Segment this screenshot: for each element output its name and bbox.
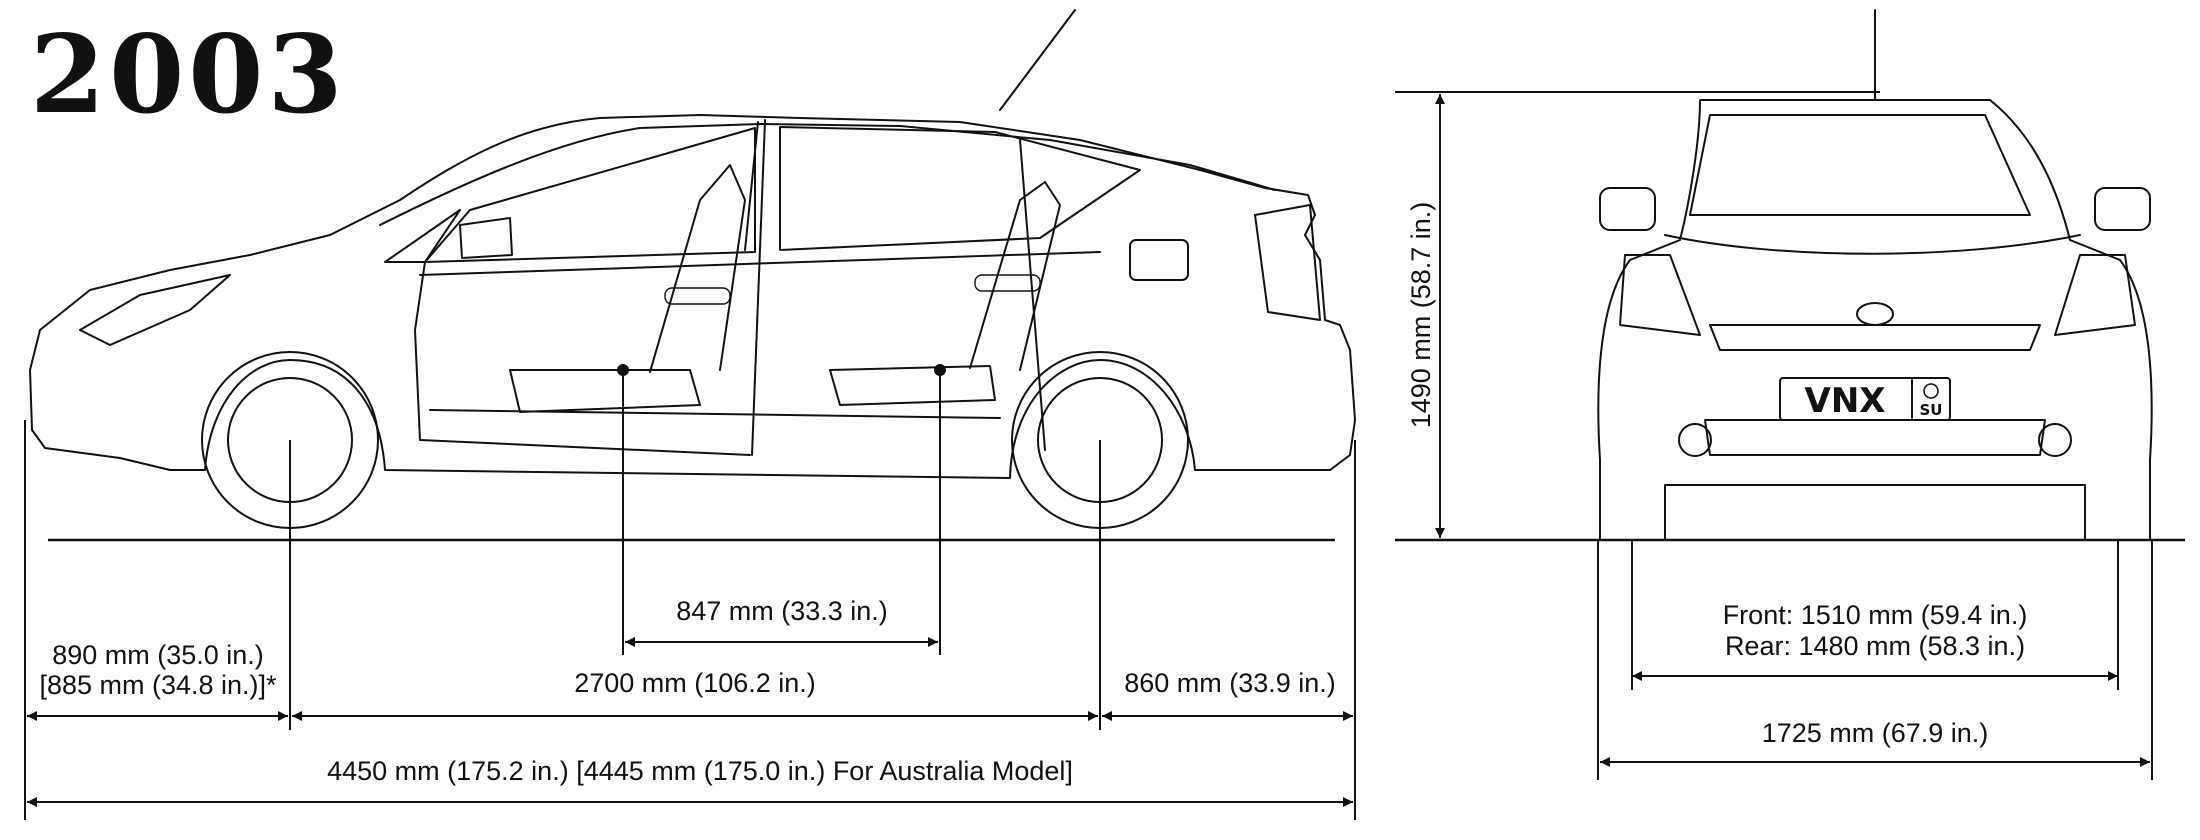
- front-seat-reference-point: [617, 364, 629, 376]
- hood-line: [1664, 234, 2081, 255]
- year-title: 2003: [30, 12, 347, 138]
- height-label: 1490 mm (58.7 in.): [1406, 202, 1436, 429]
- brand-emblem: [1856, 302, 1894, 326]
- side-view-car: [29, 9, 1356, 542]
- right-headlamp: [2054, 254, 2136, 336]
- right-mirror: [2094, 187, 2151, 231]
- plate-flag-icon: [1923, 383, 1939, 399]
- rear-door-handle: [974, 274, 1041, 292]
- a-pillar: [744, 121, 759, 251]
- side-mirror: [459, 217, 513, 259]
- c-pillar: [1019, 139, 1046, 451]
- front-body-outline: [1597, 99, 2153, 541]
- antenna: [999, 9, 1076, 111]
- upper-grille: [1709, 324, 2041, 351]
- side-body-outline: [29, 114, 1356, 479]
- left-headlamp: [1619, 254, 1701, 336]
- quarter-window: [384, 209, 461, 263]
- side-view-dimensions: 847 mm (33.3 in.) 890 mm (35.0 in.) [885…: [24, 376, 1356, 820]
- tread-front-label: Front: 1510 mm (59.4 in.): [1723, 600, 2028, 630]
- headlamp: [79, 274, 231, 346]
- side-roof-line: [379, 123, 1276, 226]
- rear-door-window: [779, 126, 1141, 251]
- left-mirror: [1599, 187, 1656, 231]
- windshield: [1689, 114, 2031, 216]
- side-sill: [429, 409, 1001, 419]
- license-plate: [1779, 377, 1951, 421]
- rear-overhang-label: 860 mm (33.9 in.): [1124, 668, 1336, 698]
- overall-length-label: 4450 mm (175.2 in.) [4445 mm (175.0 in.)…: [327, 756, 1073, 786]
- tail-lamp: [1254, 204, 1321, 321]
- width-label: 1725 mm (67.9 in.): [1762, 718, 1989, 748]
- plate-number: VNX: [1805, 381, 1886, 421]
- lower-grille: [1704, 419, 2046, 456]
- right-fog-lamp: [2038, 423, 2072, 457]
- tread-rear-label: Rear: 1480 mm (58.3 in.): [1725, 631, 2025, 661]
- front-door: [414, 261, 751, 456]
- beltline: [419, 251, 1101, 276]
- plate-region: SU: [1920, 401, 1943, 419]
- front-seat: [509, 164, 746, 413]
- seat-offset-label: 847 mm (33.3 in.): [676, 596, 888, 626]
- front-overhang-label-line1: 890 mm (35.0 in.): [52, 640, 264, 670]
- front-view-dimensions: 1490 mm (58.7 in.) Front: 1510 mm (59.4 …: [1395, 91, 2153, 780]
- front-window: [424, 127, 756, 263]
- front-overhang-label-line2: [885 mm (34.8 in.)]*: [39, 670, 277, 700]
- fuel-flap: [1129, 239, 1189, 281]
- left-fog-lamp: [1678, 423, 1712, 457]
- b-pillar: [751, 119, 766, 456]
- rear-seat-reference-point: [934, 364, 946, 376]
- wheelbase-label: 2700 mm (106.2 in.): [574, 668, 816, 698]
- front-view-car: VNX SU: [1395, 9, 2185, 542]
